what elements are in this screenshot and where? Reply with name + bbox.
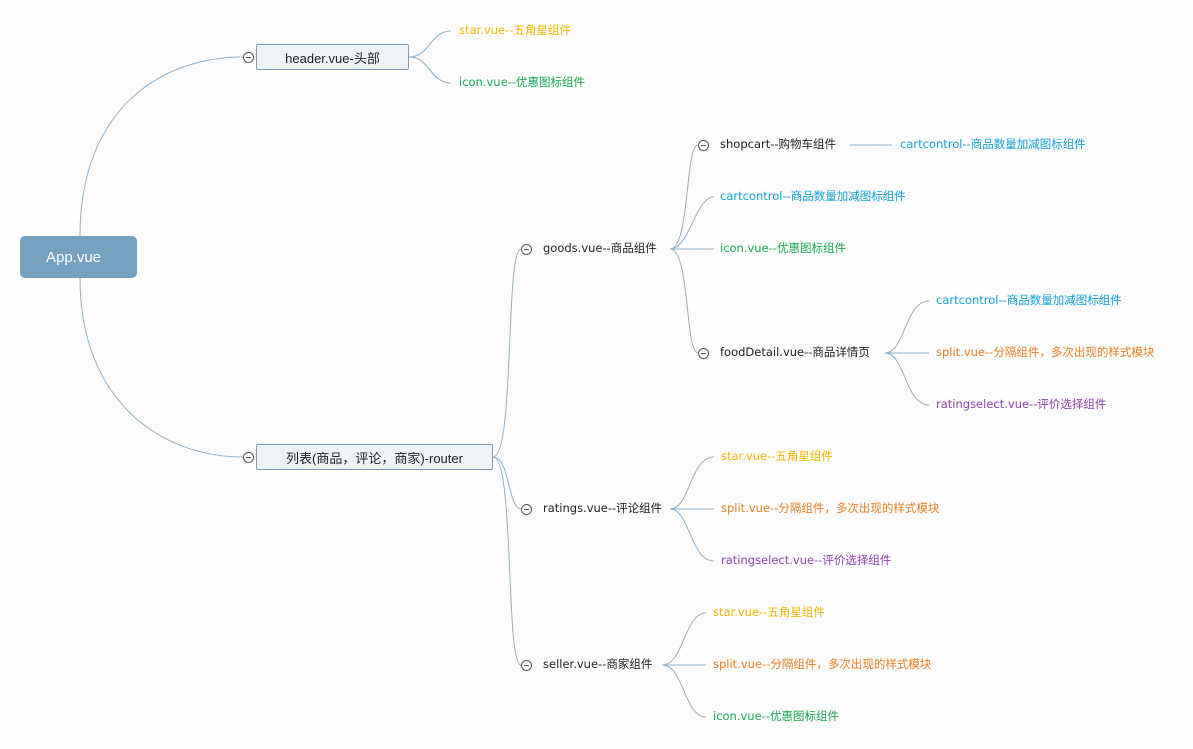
edge-goods-shopcart [669, 144, 699, 250]
goods-icon-leaf[interactable]: icon.vue--优惠图标组件 [720, 241, 846, 255]
edge-goods-cartcontrol [669, 196, 715, 250]
collapse-icon[interactable] [521, 660, 532, 671]
goods-node[interactable]: goods.vue--商品组件 [543, 241, 657, 255]
collapse-icon[interactable] [521, 504, 532, 515]
fooddetail-cartcontrol-leaf[interactable]: cartcontrol--商品数量加减图标组件 [936, 293, 1122, 307]
header-label: header.vue-头部 [285, 50, 380, 66]
edge-ratings-star [669, 456, 715, 510]
seller-star-leaf[interactable]: star.vue--五角星组件 [713, 605, 825, 619]
collapse-icon[interactable] [521, 244, 532, 255]
collapse-icon[interactable] [698, 348, 709, 359]
seller-split-leaf[interactable]: split.vue--分隔组件，多次出现的样式模块 [713, 657, 932, 671]
seller-node[interactable]: seller.vue--商家组件 [543, 657, 653, 671]
collapse-icon[interactable] [243, 452, 254, 463]
edge-seller-star [661, 612, 707, 666]
edge-header-star [408, 30, 452, 58]
router-node[interactable]: 列表(商品，评论，商家)-router [256, 444, 493, 470]
edge-router-ratings [492, 456, 522, 510]
ratings-star-leaf[interactable]: star.vue--五角星组件 [721, 449, 833, 463]
ratings-ratingselect-leaf[interactable]: ratingselect.vue--评价选择组件 [721, 553, 892, 567]
header-node[interactable]: header.vue-头部 [256, 44, 409, 70]
edge-header-icon [408, 56, 452, 84]
edge-food-ratingselect [884, 352, 930, 406]
ratings-split-leaf[interactable]: split.vue--分隔组件，多次出现的样式模块 [721, 501, 940, 515]
router-label: 列表(商品，评论，商家)-router [286, 450, 463, 466]
goods-cartcontrol-leaf[interactable]: cartcontrol--商品数量加减图标组件 [720, 189, 906, 203]
fooddetail-node[interactable]: foodDetail.vue--商品详情页 [720, 345, 870, 359]
edge-seller-icon [661, 664, 707, 718]
edge-router-seller [492, 456, 522, 666]
collapse-icon[interactable] [698, 140, 709, 151]
header-star-leaf[interactable]: star.vue--五角星组件 [459, 23, 571, 37]
collapse-icon[interactable] [243, 52, 254, 63]
edge-router-goods [492, 248, 522, 458]
fooddetail-ratingselect-leaf[interactable]: ratingselect.vue--评价选择组件 [936, 397, 1107, 411]
edge-goods-fooddetail [669, 248, 699, 354]
edge-ratings-ratingselect [669, 508, 715, 562]
seller-icon-leaf[interactable]: icon.vue--优惠图标组件 [713, 709, 839, 723]
edge-root-header [79, 56, 244, 237]
shopcart-cartcontrol-leaf[interactable]: cartcontrol--商品数量加减图标组件 [900, 137, 1086, 151]
fooddetail-split-leaf[interactable]: split.vue--分隔组件，多次出现的样式模块 [936, 345, 1155, 359]
ratings-node[interactable]: ratings.vue--评论组件 [543, 501, 663, 515]
shopcart-node[interactable]: shopcart--购物车组件 [720, 137, 837, 151]
header-icon-leaf[interactable]: icon.vue--优惠图标组件 [459, 75, 585, 89]
root-node[interactable]: App.vue [20, 236, 137, 278]
edge-root-router [79, 277, 244, 458]
edge-food-cartcontrol [884, 300, 930, 354]
root-label: App.vue [45, 248, 102, 266]
